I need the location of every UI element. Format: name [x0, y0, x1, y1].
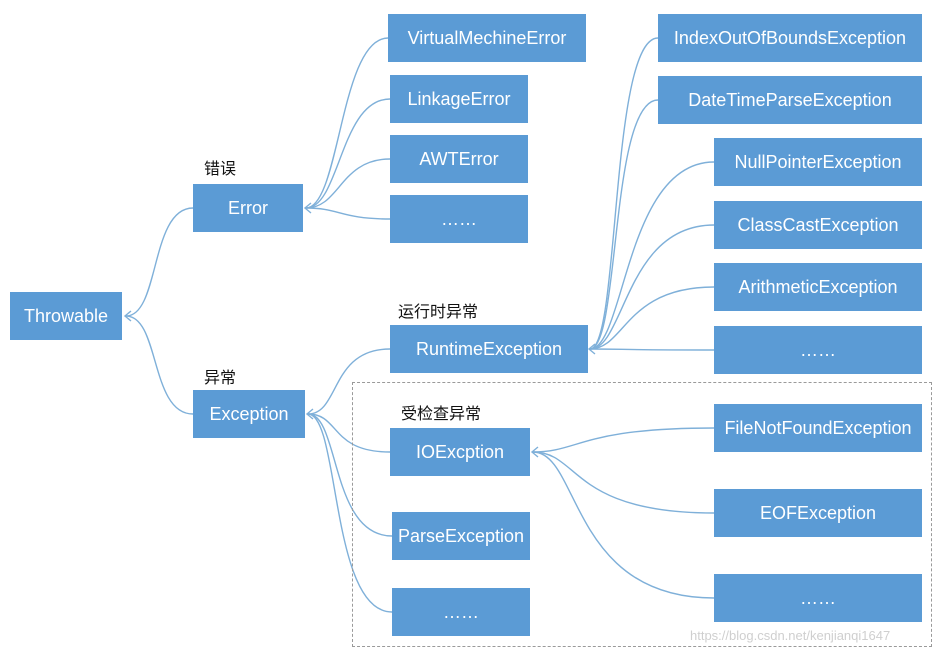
connector-io-eof [532, 451, 715, 514]
connector-runtime-null [589, 161, 715, 350]
node-class-cast-exception: ClassCastException [714, 201, 922, 249]
connector-exception-runtime [307, 348, 391, 415]
node-eof-exception: EOFException [714, 489, 922, 537]
connector-runtime-datetime [589, 99, 659, 350]
connector-error-awt [305, 158, 391, 209]
node-date-time-parse-exception: DateTimeParseException [658, 76, 922, 124]
connector-error-more [305, 207, 391, 220]
node-arithmetic-exception: ArithmeticException [714, 263, 922, 311]
connector-runtime-arith [589, 286, 715, 350]
connector-exception-more [307, 413, 393, 613]
node-runtime-exception: RuntimeException [390, 325, 588, 373]
node-null-pointer-exception: NullPointerException [714, 138, 922, 186]
node-file-not-found-exception: FileNotFoundException [714, 404, 922, 452]
error-chinese-label: 错误 [204, 159, 237, 178]
node-error-more: …… [390, 195, 528, 243]
connector-throwable-exception [125, 315, 194, 415]
connector-error-linkage [305, 98, 391, 209]
node-exception: Exception [193, 390, 305, 438]
watermark: https://blog.csdn.net/kenjianqi1647 [690, 628, 891, 643]
arrowhead-error [303, 202, 312, 214]
node-throwable: Throwable [10, 292, 122, 340]
connector-io-filenotfound [532, 427, 715, 453]
connector-throwable-error [125, 207, 194, 317]
node-io-exception: IOExcption [390, 428, 530, 476]
runtime-exception-chinese-label: 运行时异常 [398, 302, 479, 321]
connector-exception-parse [307, 413, 393, 537]
node-virtual-machine-error: VirtualMechineError [388, 14, 586, 62]
arrowhead-exception [305, 408, 314, 420]
connector-io-more [532, 451, 715, 599]
checked-exceptions-region [352, 382, 932, 647]
node-io-more: …… [714, 574, 922, 622]
arrowhead-io [530, 446, 539, 458]
node-index-out-of-bounds-exception: IndexOutOfBoundsException [658, 14, 922, 62]
node-awt-error: AWTError [390, 135, 528, 183]
connector-runtime-classcast [589, 224, 715, 350]
node-runtime-more: …… [714, 326, 922, 374]
exception-chinese-label: 异常 [204, 368, 237, 387]
node-parse-exception: ParseException [392, 512, 530, 560]
arrowhead-throwable [123, 310, 132, 322]
node-error: Error [193, 184, 303, 232]
node-exception-more: …… [392, 588, 530, 636]
connector-exception-io [307, 413, 391, 453]
node-linkage-error: LinkageError [390, 75, 528, 123]
checked-exception-chinese-label: 受检查异常 [401, 404, 482, 423]
connector-runtime-index [589, 37, 659, 350]
arrowhead-runtime [587, 343, 596, 355]
connector-runtime-more [589, 348, 715, 351]
connector-error-vme [305, 37, 389, 209]
